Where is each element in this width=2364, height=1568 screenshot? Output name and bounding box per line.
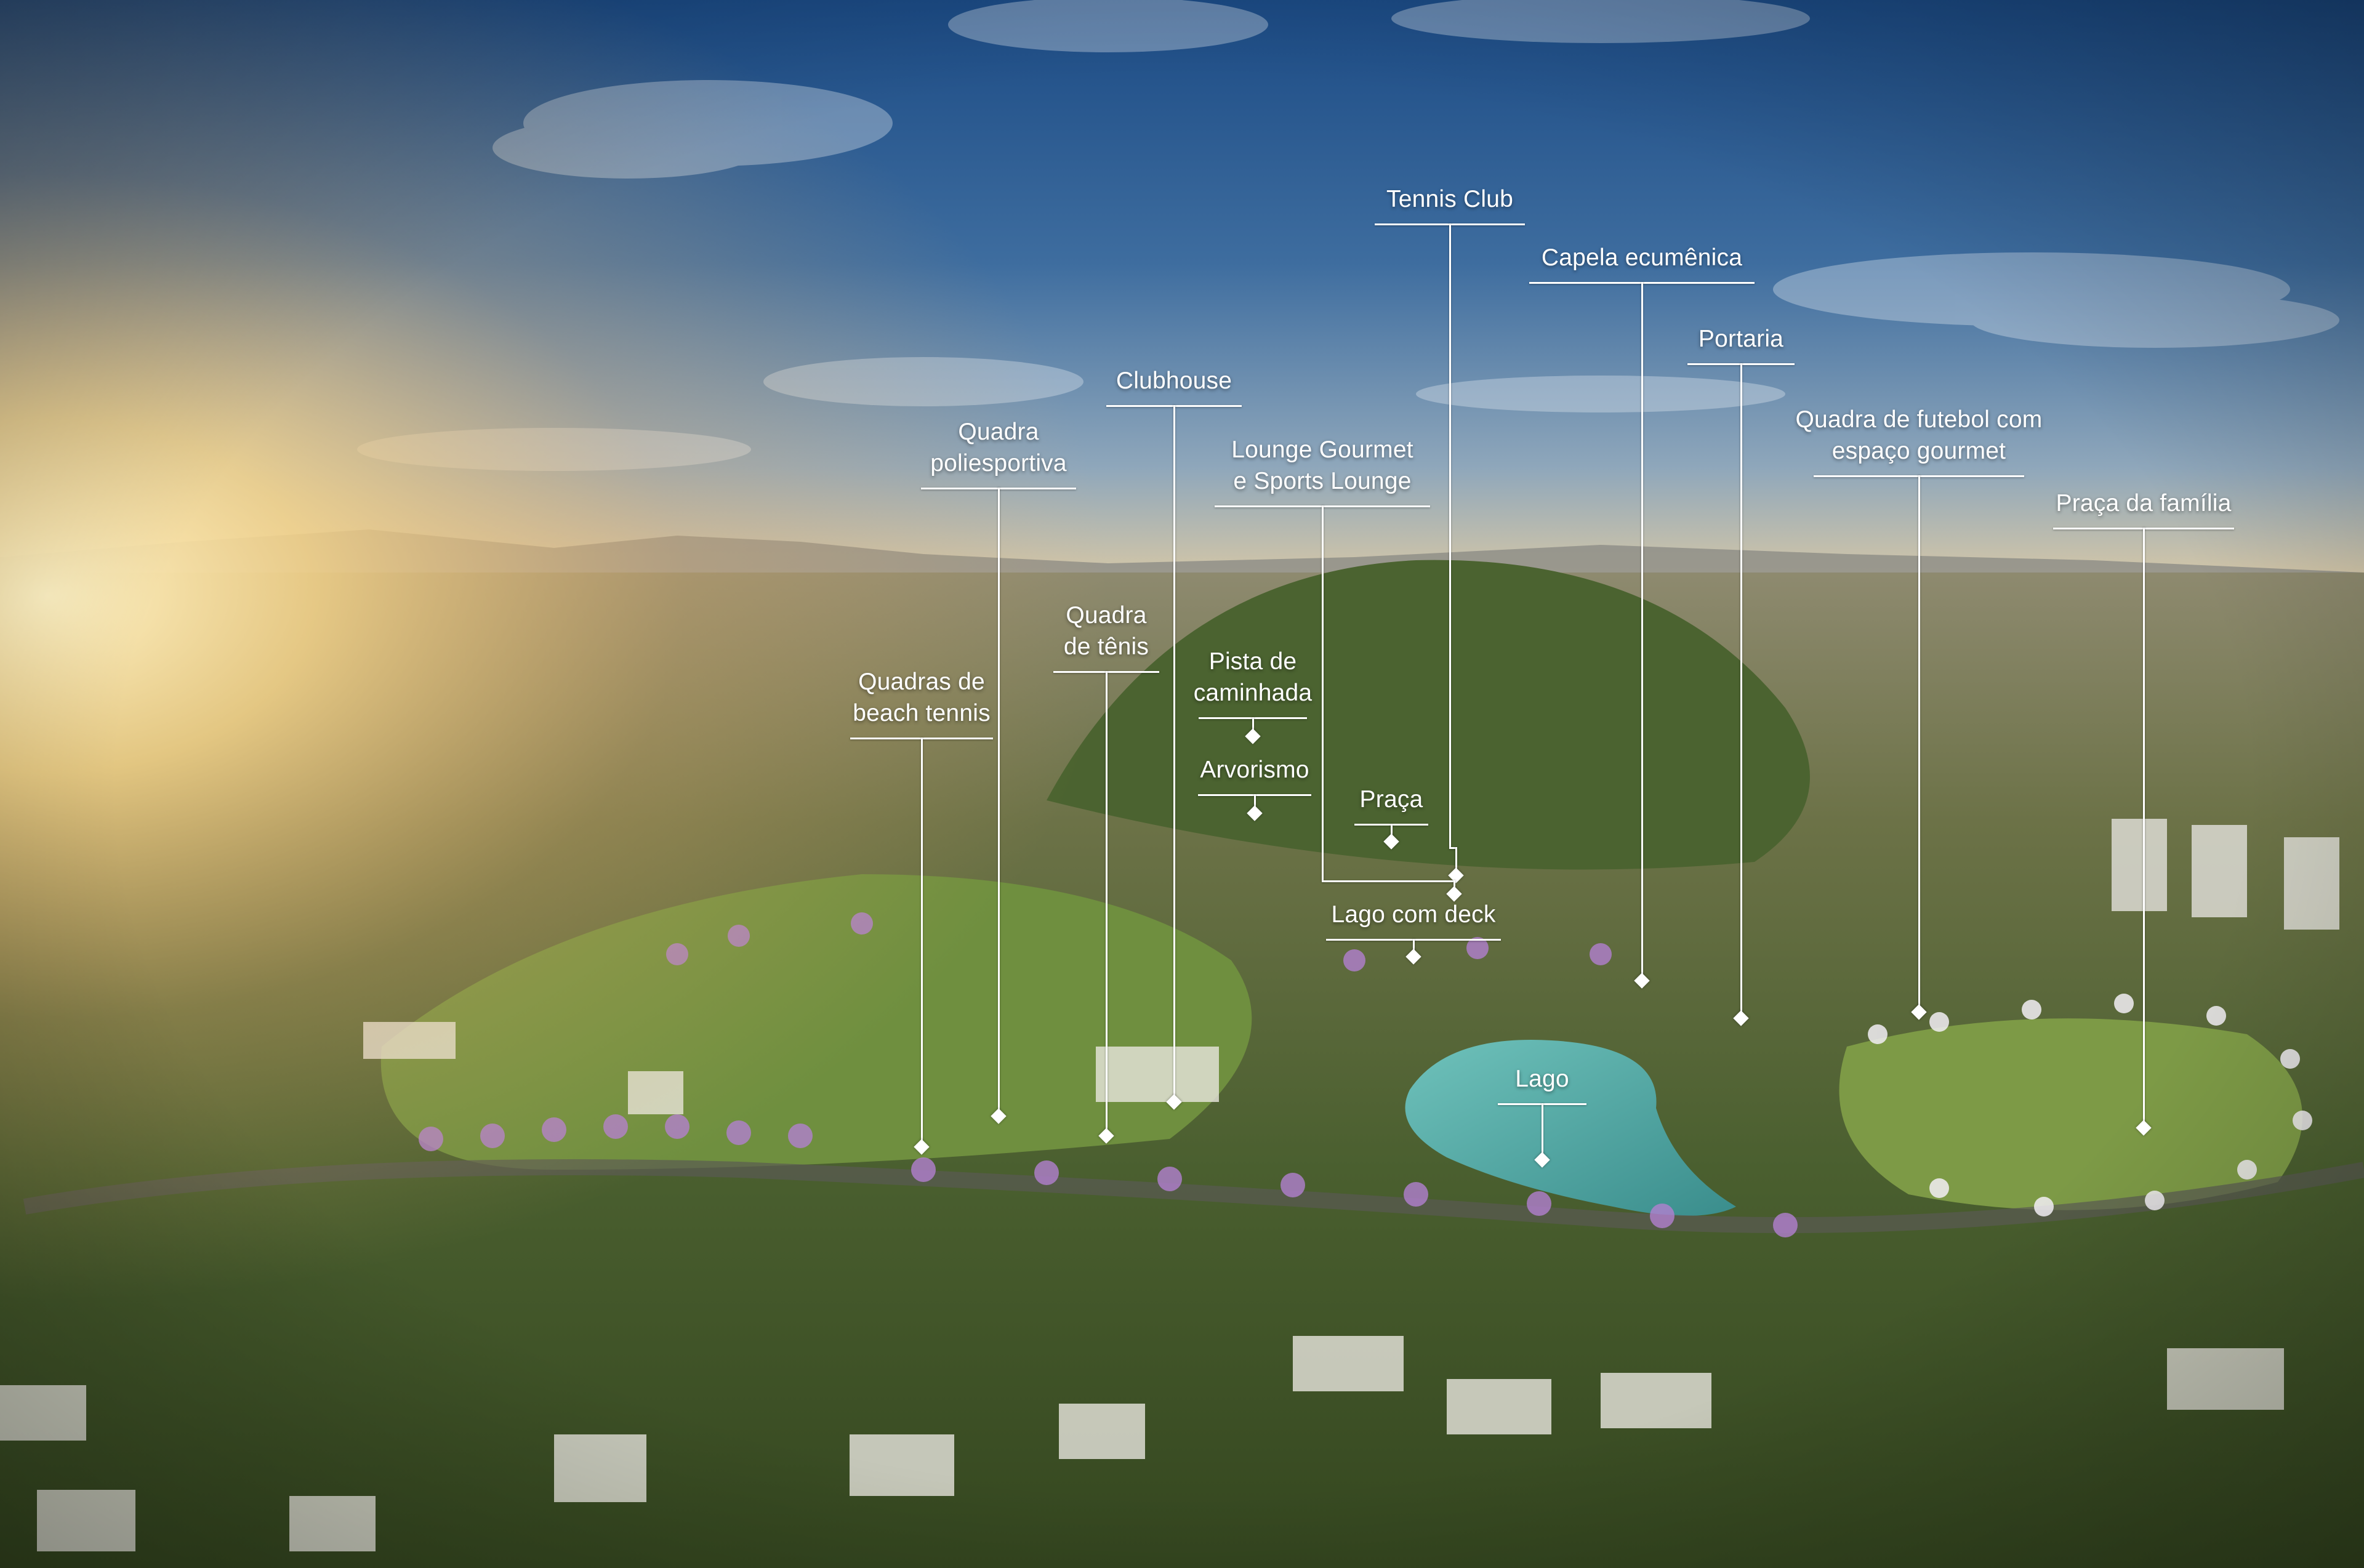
callout-label: Praça <box>1359 786 1423 813</box>
leader-line <box>1321 505 1324 882</box>
callout-label: Arvorismo <box>1200 757 1309 783</box>
marker-diamond <box>2136 1120 2152 1136</box>
marker-diamond <box>1166 1094 1182 1110</box>
marker-diamond <box>1247 805 1263 821</box>
leader-hook <box>1455 847 1457 877</box>
callout-label: Lago <box>1515 1066 1569 1092</box>
callout-label: Capela ecumênica <box>1541 244 1743 271</box>
callout-label: Lago com deck <box>1331 901 1496 928</box>
callout-label: Clubhouse <box>1116 368 1232 394</box>
marker-diamond <box>1098 1128 1114 1144</box>
callout-label: Quadra de tênis <box>1063 602 1149 660</box>
leader-hook <box>1322 880 1455 882</box>
marker-diamond <box>1405 949 1421 965</box>
callout-label: Quadras de beach tennis <box>853 669 991 726</box>
callout-label: Tennis Club <box>1386 186 1513 212</box>
marker-diamond <box>1911 1004 1927 1020</box>
callout-label: Lounge Gourmet e Sports Lounge <box>1231 436 1413 494</box>
leader-line <box>1412 939 1415 956</box>
marker-diamond <box>1534 1152 1550 1168</box>
callout-label: Pista de caminhada <box>1193 648 1313 706</box>
marker-diamond <box>1383 834 1399 850</box>
leader-line <box>1173 405 1175 1102</box>
marker-diamond <box>991 1108 1007 1124</box>
leader-line <box>1253 794 1256 813</box>
leader-line <box>2142 528 2145 1128</box>
leader-line <box>920 738 923 1147</box>
marker-diamond <box>1634 973 1650 989</box>
leader-line <box>997 488 1000 1116</box>
callout-label: Praça da família <box>2056 490 2232 517</box>
leader-line <box>1541 1103 1543 1160</box>
callout-label: Portaria <box>1698 326 1784 352</box>
leader-line <box>1390 824 1393 841</box>
leader-hook <box>1449 847 1457 849</box>
leader-line <box>1918 475 1920 1012</box>
callout-label: Quadra de futebol com espaço gourmet <box>1795 406 2043 464</box>
marker-diamond <box>1733 1010 1749 1026</box>
leader-line <box>1641 282 1643 981</box>
leader-line <box>1105 671 1108 1136</box>
leader-line <box>1252 717 1254 736</box>
marker-diamond <box>1245 728 1261 744</box>
leader-line <box>1449 223 1451 848</box>
marker-diamond <box>914 1139 930 1155</box>
leader-line <box>1740 363 1742 1018</box>
callout-label: Quadra poliesportiva <box>930 419 1067 476</box>
